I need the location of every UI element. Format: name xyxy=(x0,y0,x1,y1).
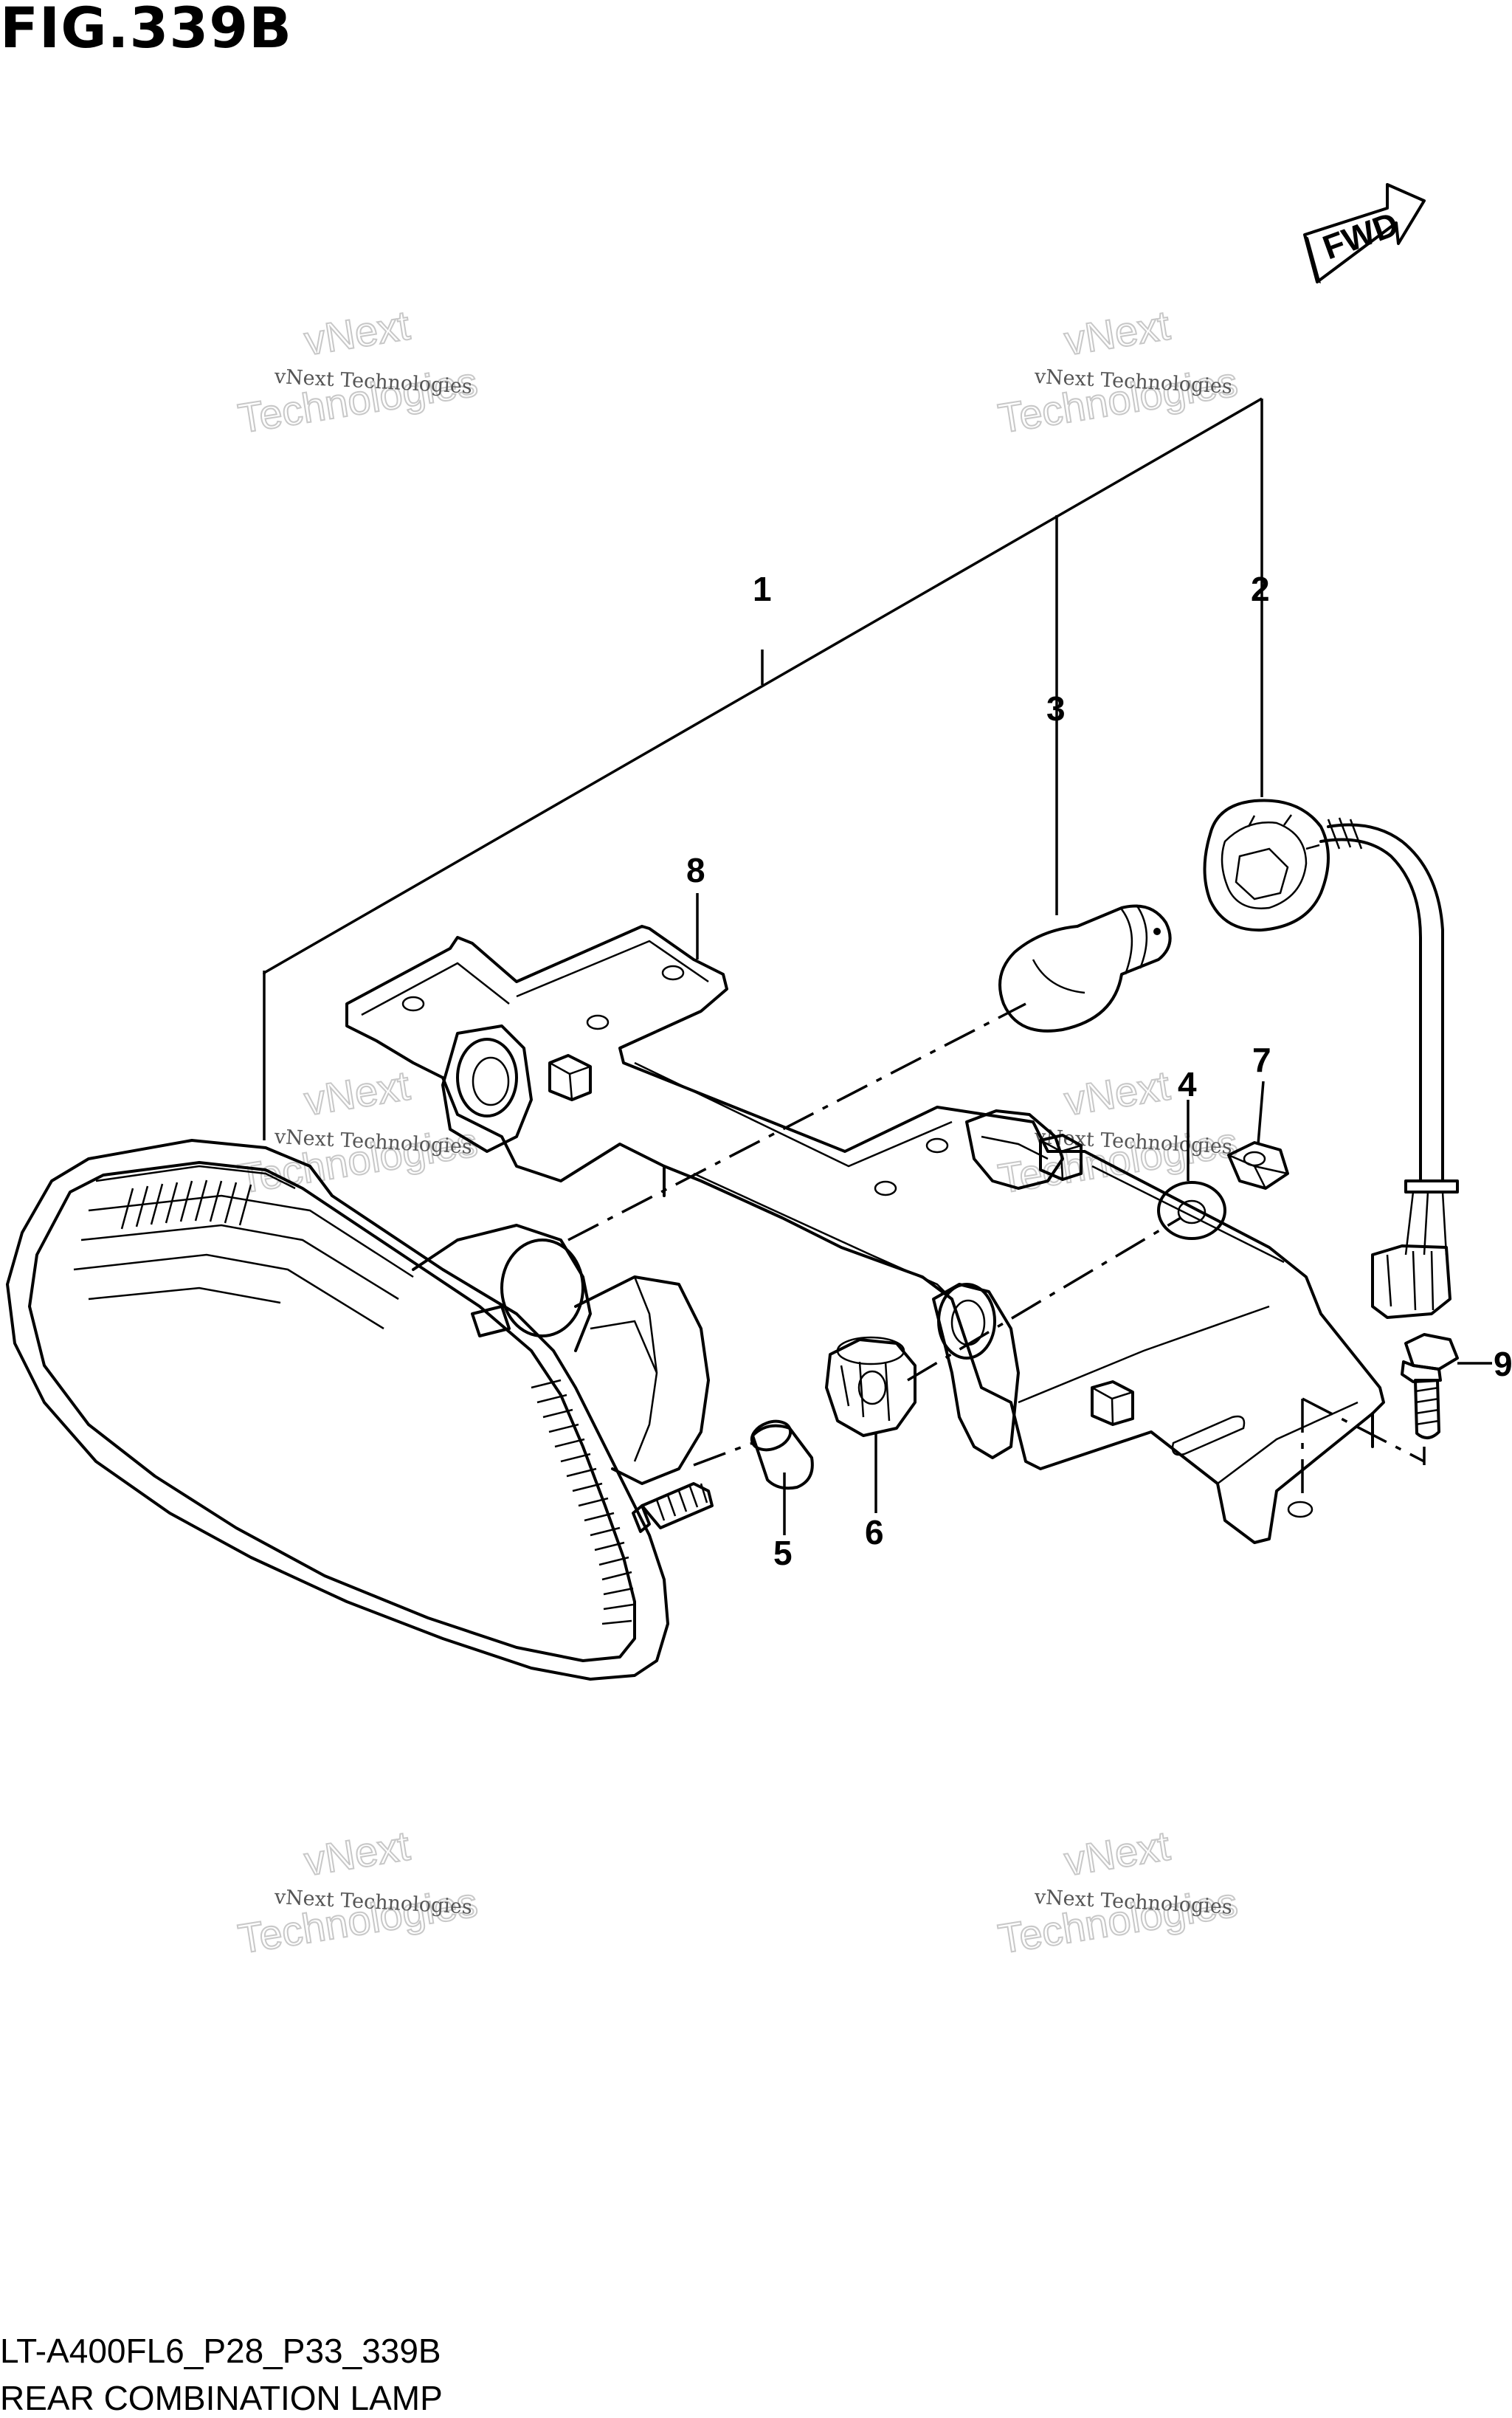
svg-text:vNext: vNext xyxy=(1061,301,1173,364)
svg-text:vNext: vNext xyxy=(301,1822,413,1884)
callout-2: 2 xyxy=(1251,570,1270,608)
watermark-mid-left: vNext Technologies vNext Technologies xyxy=(235,1061,482,1202)
part-6-grommet xyxy=(825,1336,916,1437)
part-3-bulb xyxy=(998,904,1172,1033)
svg-text:vNext: vNext xyxy=(301,301,413,364)
svg-text:vNext: vNext xyxy=(1061,1061,1173,1124)
svg-text:FWD: FWD xyxy=(1318,204,1404,267)
watermark-bottom-left: vNext Technologies vNext Technologies xyxy=(235,1821,482,1963)
assembly-centerlines xyxy=(567,1002,1426,1502)
part-4-washer xyxy=(1157,1181,1226,1240)
callout-8: 8 xyxy=(686,851,705,889)
watermark-bottom-right: vNext Technologies vNext Technologies xyxy=(995,1821,1242,1963)
section-name-label: REAR COMBINATION LAMP xyxy=(0,2379,443,2417)
part-1-lamp-housing xyxy=(6,1139,714,1681)
callout-1: 1 xyxy=(753,570,772,608)
part-5-collar xyxy=(750,1419,814,1490)
part-9-bolt xyxy=(1401,1333,1459,1439)
svg-text:vNext: vNext xyxy=(301,1061,413,1124)
part-8-bracket xyxy=(345,925,1385,1544)
callout-5: 5 xyxy=(773,1534,793,1572)
svg-text:vNext: vNext xyxy=(1061,1822,1173,1884)
watermark-top-right: vNext Technologies vNext Technologies xyxy=(995,300,1242,442)
callout-7: 7 xyxy=(1252,1041,1271,1079)
part-2-socket-harness xyxy=(1203,799,1459,1319)
leader-lines xyxy=(696,893,1492,1535)
part-7-nut xyxy=(1227,1141,1289,1190)
callout-labels: 1 2 3 4 5 6 7 8 9 xyxy=(686,570,1512,1572)
watermark-top-left: vNext Technologies vNext Technologies xyxy=(235,300,482,442)
model-code-label: LT-A400FL6_P28_P33_339B xyxy=(0,2332,441,2370)
figure-title: FIG.339B xyxy=(0,0,293,61)
assembly-bracket-lines xyxy=(263,397,1263,1140)
watermark-mid-right: vNext Technologies vNext Technologies xyxy=(995,1061,1242,1202)
fwd-arrow-icon: FWD xyxy=(1303,183,1426,283)
callout-6: 6 xyxy=(865,1513,884,1551)
callout-9: 9 xyxy=(1494,1345,1512,1383)
callout-4: 4 xyxy=(1178,1065,1197,1103)
callout-3: 3 xyxy=(1046,689,1066,728)
